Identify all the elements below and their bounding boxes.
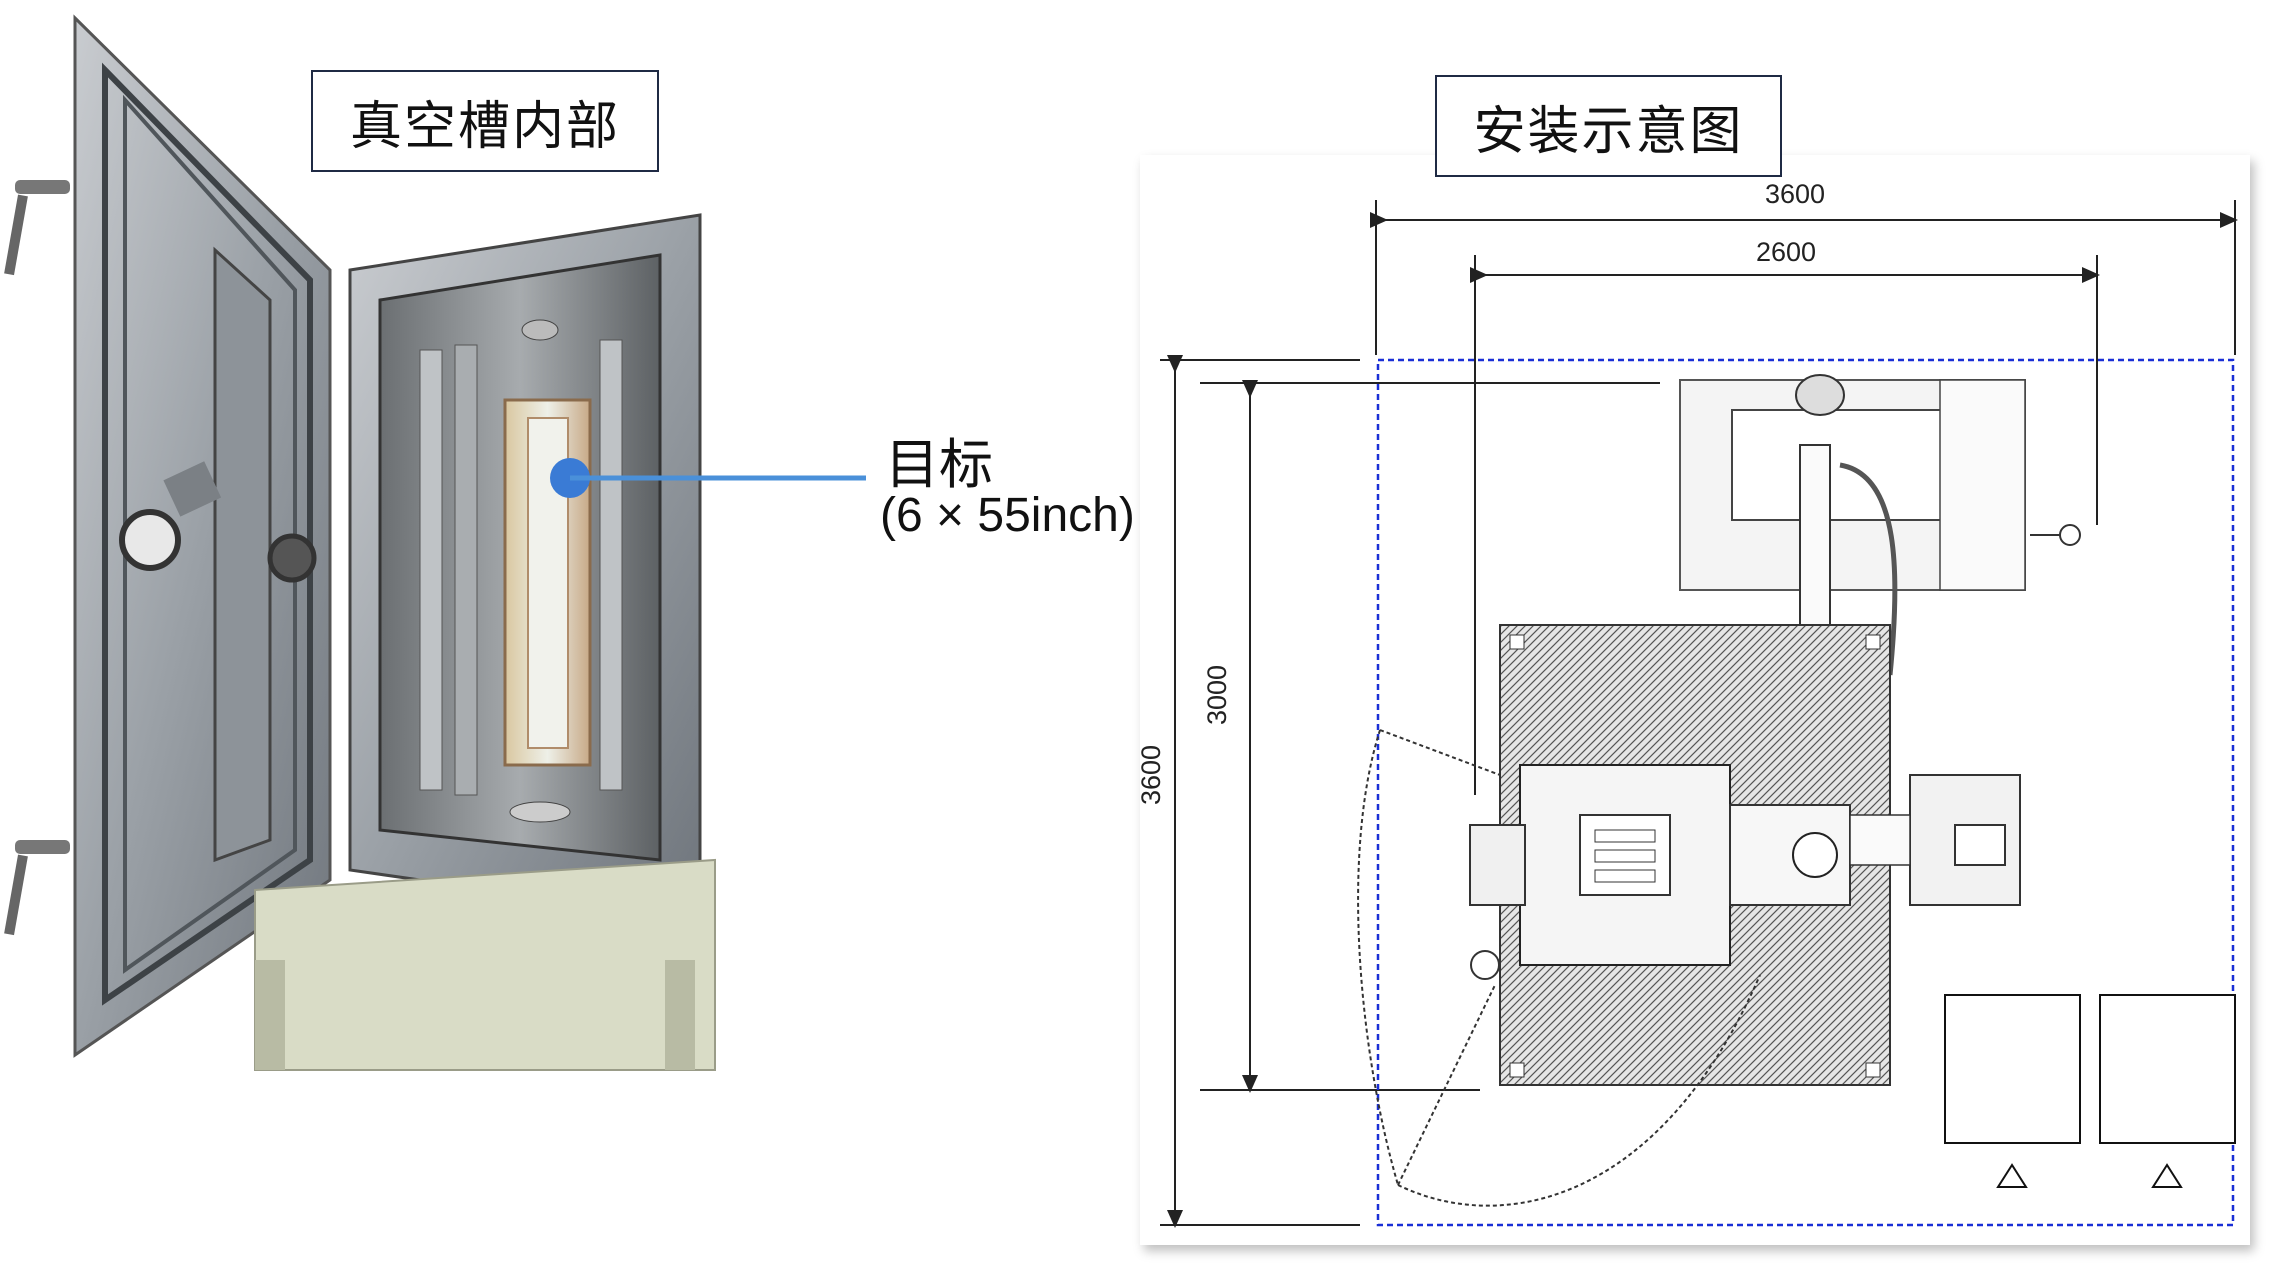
chamber-interior-label: 真空槽内部 <box>311 70 659 172</box>
platform <box>254 858 716 1071</box>
target-size-label: (6 × 55inch) <box>880 489 1135 542</box>
dim-top-outer-text: 3600 <box>1765 179 1825 209</box>
cabinet-1 <box>1944 994 2081 1144</box>
target-label: 目标 <box>885 433 993 496</box>
dim-left-outer-text: 3600 <box>1140 745 1166 805</box>
dim-top-inner-text: 2600 <box>1756 237 1816 267</box>
dim-left-inner-text: 3000 <box>1202 665 1232 725</box>
installation-diagram-label: 安装示意图 <box>1435 75 1782 177</box>
viewport-left <box>119 509 181 571</box>
vacuum-chamber-photo <box>4 14 866 1071</box>
installation-drawing-panel: 3600 2600 3600 3000 <box>1136 155 2250 1245</box>
viewport-right <box>267 533 317 583</box>
installation-drawing: 3600 2600 3600 3000 <box>1136 179 2238 1228</box>
cabinet-2 <box>2099 994 2236 1144</box>
